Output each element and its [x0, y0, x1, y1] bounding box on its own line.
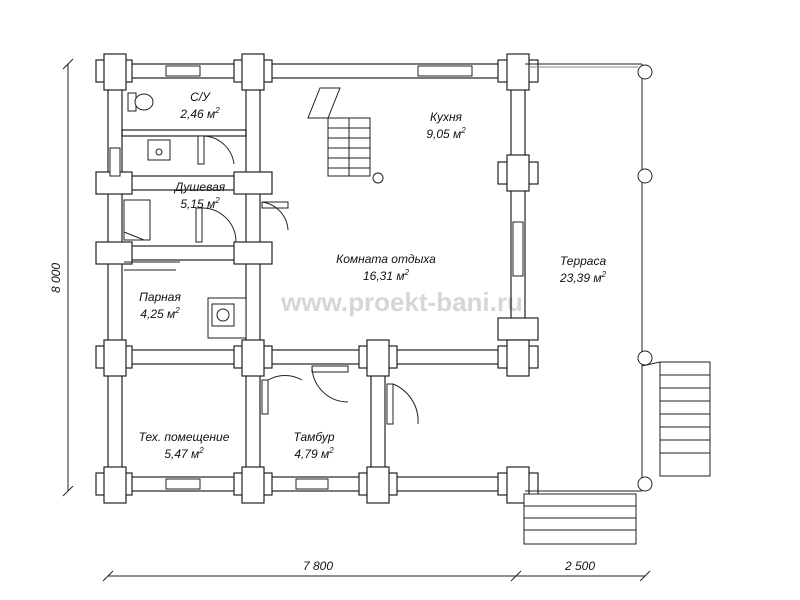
- room-name-teh: Тех. помещение: [139, 430, 230, 444]
- room-area-su: 2,46 м2: [179, 106, 220, 121]
- room-area-kuhnya: 9,05 м2: [426, 126, 466, 141]
- door-leaf: [311, 365, 349, 373]
- sauna-stove-icon: [216, 308, 230, 322]
- room-name-terrasa: Терраса: [560, 254, 607, 268]
- joint: [95, 241, 133, 265]
- room-area-terrasa: 23,39 м2: [559, 270, 607, 285]
- staircase-icon: [307, 87, 384, 184]
- room-name-kuhnya: Кухня: [430, 110, 463, 124]
- wall-left: [107, 63, 123, 492]
- wall-partition-vertical: [245, 63, 261, 365]
- door-swing: [203, 135, 235, 165]
- joint: [366, 339, 390, 377]
- joint: [233, 171, 273, 195]
- joint: [497, 317, 539, 341]
- watermark: www.proekt-bani.ru: [280, 287, 523, 317]
- post-icon: [372, 172, 384, 184]
- shower-tray-icon: [123, 199, 151, 241]
- room-name-parnaya: Парная: [139, 290, 181, 304]
- joint: [241, 339, 265, 377]
- steps-icon: [659, 361, 711, 477]
- room-area-otdyh: 16,31 м2: [363, 268, 410, 283]
- wall-horizontal-middle: [107, 349, 526, 365]
- doors: [195, 135, 419, 425]
- room-name-tambur: Тамбур: [293, 430, 334, 444]
- joint: [233, 241, 273, 265]
- door-swing: [261, 201, 289, 231]
- toilet-bowl-icon: [134, 93, 154, 111]
- door-swing: [392, 383, 419, 425]
- door-swing: [311, 365, 349, 403]
- room-name-dush: Душевая: [173, 180, 226, 194]
- window: [417, 65, 473, 77]
- joint: [103, 339, 127, 377]
- joint: [103, 466, 127, 504]
- joint: [103, 53, 127, 91]
- door-swing: [267, 374, 303, 381]
- post-icon: [637, 64, 653, 80]
- joint: [241, 53, 265, 91]
- joint: [506, 53, 530, 91]
- dimension-width-terrace: 2 500: [564, 559, 595, 573]
- room-area-tambur: 4,79 м2: [294, 446, 334, 461]
- steps-icon: [523, 493, 637, 545]
- joint: [506, 154, 530, 192]
- door-leaf: [195, 207, 203, 243]
- wall-su-dush: [121, 129, 247, 137]
- fixtures: [123, 92, 247, 339]
- door-leaf: [386, 383, 394, 425]
- window: [109, 147, 121, 177]
- joint: [241, 466, 265, 504]
- post-icon: [637, 168, 653, 184]
- window: [165, 478, 201, 490]
- window: [165, 65, 201, 77]
- door-swing: [201, 207, 237, 243]
- door-leaf: [261, 379, 269, 415]
- room-area-teh: 5,47 м2: [164, 446, 204, 461]
- log-joints: [95, 53, 539, 504]
- room-name-otdyh: Комната отдыха: [336, 252, 436, 266]
- room-area-dush: 5,15 м2: [180, 196, 220, 211]
- dimension-width-main: 7 800: [303, 559, 333, 573]
- window: [512, 221, 524, 277]
- shower-tray-icon: [123, 231, 145, 241]
- post-icon: [637, 350, 653, 366]
- terrace: [523, 63, 711, 545]
- joint: [506, 339, 530, 377]
- door-leaf: [197, 135, 205, 165]
- joint: [366, 466, 390, 504]
- windows: [109, 65, 524, 490]
- room-area-parnaya: 4,25 м2: [140, 306, 180, 321]
- post-icon: [637, 476, 653, 492]
- room-labels: С/У 2,46 м2 Душевая 5,15 м2 Парная 4,25 …: [139, 90, 607, 461]
- dimension-height: 8 000: [49, 263, 63, 293]
- door-leaf: [261, 201, 289, 209]
- dimension-lines: [62, 58, 651, 582]
- sink-drain-icon: [155, 148, 163, 156]
- window: [295, 478, 329, 490]
- room-name-su: С/У: [190, 90, 211, 104]
